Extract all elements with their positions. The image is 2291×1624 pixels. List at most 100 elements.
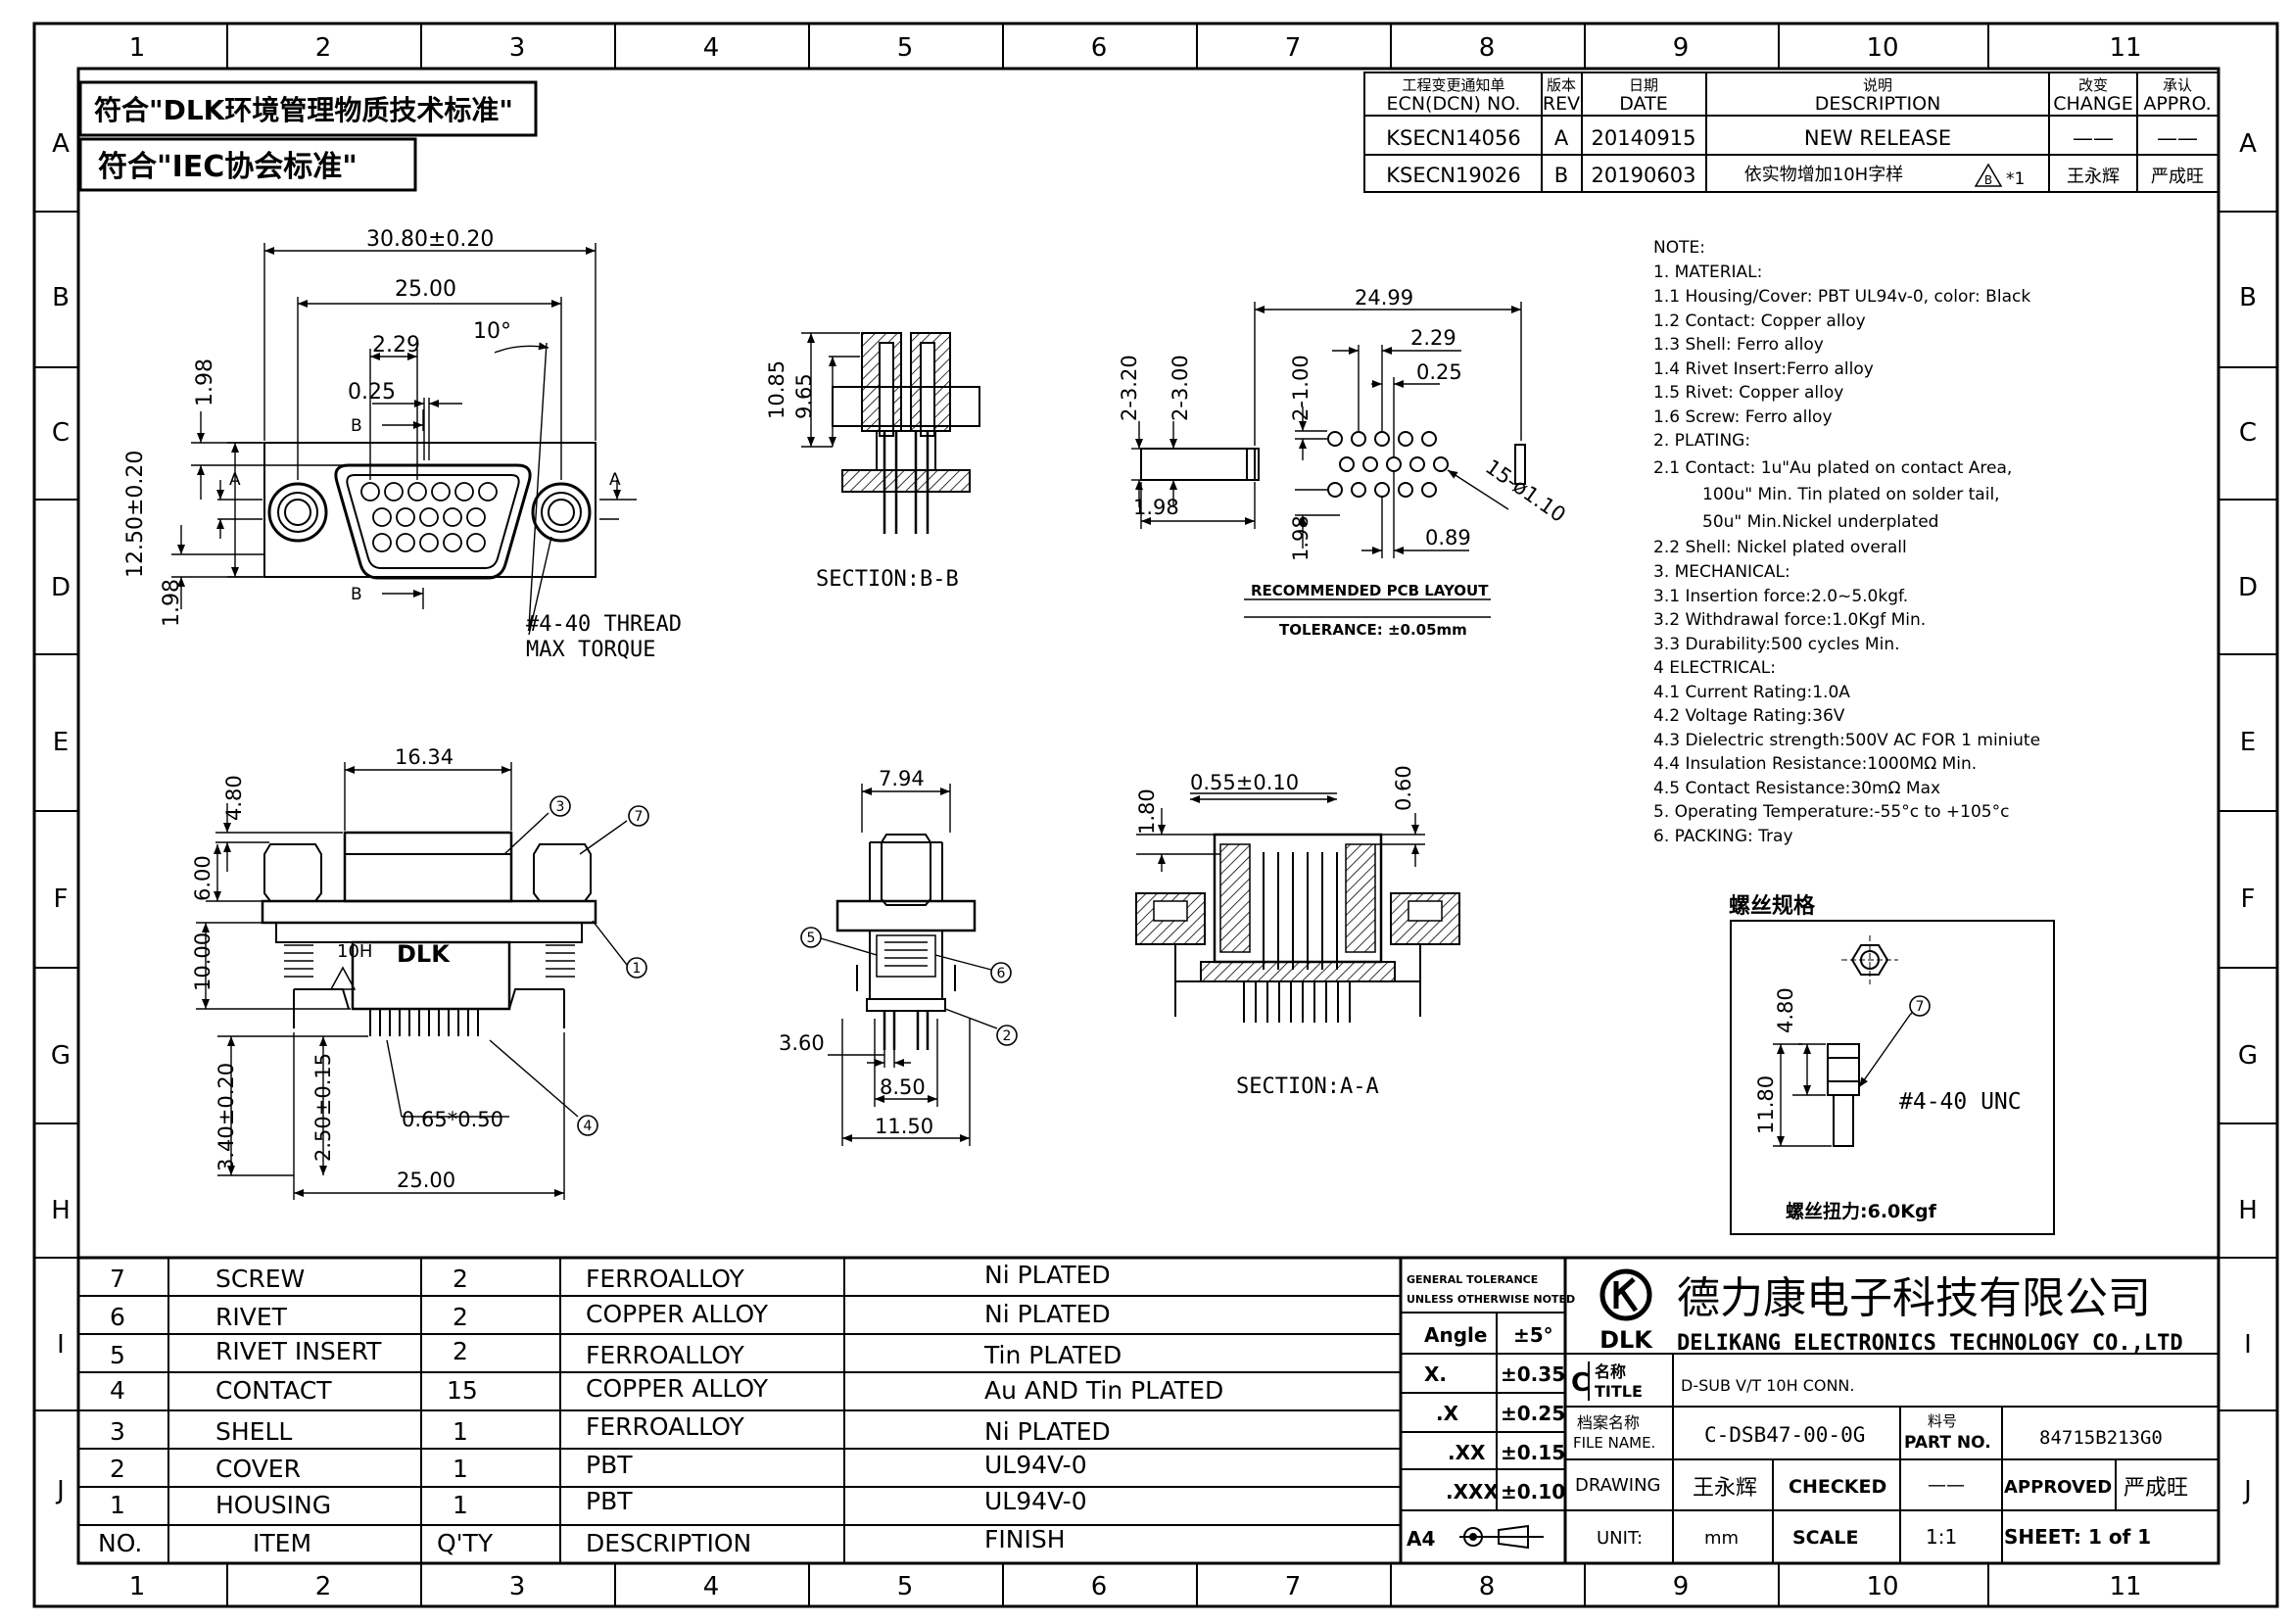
dlk-emboss: DLK [397,940,451,968]
dim-leg-length: 3.40±0.20 [215,1063,238,1171]
dim-stagger: 0.89 [1425,526,1471,549]
bom-no: 7 [110,1265,125,1293]
dim-section-height: 10.85 [765,360,788,419]
row-label: F [54,884,69,914]
file-label-cn: 档案名称 [1577,1413,1640,1432]
tolerance-title-1: GENERAL TOLERANCE [1407,1273,1538,1286]
bom-qty: 2 [453,1337,468,1365]
balloon-label: 7 [635,809,644,825]
rev-header-change-cn: 改变 [2078,76,2108,94]
note-line: 50u" Min.Nickel underplated [1702,512,1938,532]
warning-triangle-icon [329,966,357,990]
note-line: 3.3 Durability:500 cycles Min. [1653,635,1900,654]
dim-section-aa-gap: 0.60 [1392,765,1415,811]
projection-symbol-icon [1459,1524,1544,1550]
unit-label: UNIT: [1597,1528,1643,1549]
dim-slot-length-alt: 2-3.00 [1169,355,1192,421]
grid-labels: 1 2 3 4 5 6 7 8 9 10 11 1 2 3 4 5 6 7 8 … [51,33,2258,1601]
dim-shell-offset: 1.98 [193,358,217,406]
part-label: PART NO. [1904,1433,1991,1453]
screw-head-left [267,482,328,543]
bom-finish: Ni PLATED [984,1261,1111,1289]
col-label: 5 [897,1572,914,1601]
rev-appro: 严成旺 [2151,167,2204,187]
tolerance-value: ±5° [1513,1323,1553,1347]
note-line: 100u" Min. Tin plated on solder tail, [1702,485,2000,504]
dim-slot-width: 1.98 [1133,496,1179,519]
row-label: I [57,1330,65,1360]
note-line: 1.3 Shell: Ferro alloy [1653,335,1824,355]
rev-change: 王永辉 [2067,167,2120,187]
scale-value: 1:1 [1926,1525,1957,1549]
pcb-hole-pattern [1327,431,1449,498]
row-label: D [2238,573,2258,602]
col-label: 1 [129,1572,146,1601]
note-line: 1.5 Rivet: Copper alloy [1653,383,1843,403]
row-label: H [51,1196,71,1225]
note-line: 5. Operating Temperature:-55°c to +105°c [1653,802,2009,822]
company-name-en: DELIKANG ELECTRONICS TECHNOLOGY CO.,LTD [1677,1331,2183,1356]
section-bb-view [801,332,980,534]
drawing-label: DRAWING [1575,1475,1661,1496]
item-balloons [549,795,649,1136]
dim-overall-height: 12.50±0.20 [123,451,148,578]
row-label: E [2240,728,2256,757]
contact-tails [369,1009,479,1036]
approved-label: APPROVED [2004,1477,2112,1498]
rev-header-change: CHANGE [2053,93,2133,115]
scale-label: SCALE [1792,1527,1858,1549]
col-label: 3 [509,33,526,63]
thread-note-line2: MAX TORQUE [526,638,655,662]
note-line: 2.1 Contact: 1u"Au plated on contact Are… [1653,458,2012,478]
rev-header-rev-cn: 版本 [1547,76,1576,94]
balloon-label: 3 [556,799,565,815]
section-mark-a-left: A [229,470,241,490]
dim-row-offset-top: 2-1.00 [1289,355,1313,421]
dim-pin-pitch: 2.29 [372,333,420,358]
row-label: B [52,283,70,312]
dim-screw-head: 4.80 [1774,987,1797,1033]
dim-pcb-pitch: 2.29 [1410,326,1456,350]
pcb-layout-annotations: 24.99 2.29 0.25 2-3.20 2-3.00 2-1.00 1.9… [1118,286,1570,639]
screw-torque: 螺丝扭力:6.0Kgf [1786,1200,1937,1222]
section-mark-a-right: A [609,470,621,490]
dim-flange-offset: 1.98 [160,579,184,627]
bom-no: 1 [110,1491,125,1519]
bom-finish: UL94V-0 [984,1451,1087,1479]
tolerance-label: .X [1436,1402,1459,1425]
thread-note-line1: #4-40 THREAD [526,612,682,637]
standard-dlk: 符合"DLK环境管理物质技术标准" [94,94,513,126]
side-view-annotations: 7.94 3.60 8.50 11.50 5 6 2 [779,767,1011,1138]
bom-qty: 1 [453,1417,468,1446]
title-rev-letter: C [1571,1368,1590,1398]
rivet-left [284,944,313,978]
note-line: NOTE: [1653,238,1705,258]
bom-table: 7 SCREW 2 FERROALLOY Ni PLATED 6 RIVET 2… [76,1256,1403,1565]
col-label: 8 [1479,33,1496,63]
tolerance-value: ±0.10 [1501,1480,1565,1504]
tolerance-label: Angle [1424,1323,1487,1347]
dim-tail-section: 0.65*0.50 [402,1108,503,1131]
bom-description: FERROALLOY [586,1412,745,1441]
col-label: 8 [1479,1572,1496,1601]
bom-no: 3 [110,1417,125,1446]
rev-appro: —— [2157,126,2198,150]
front-view [196,762,649,1200]
row-label: J [55,1476,65,1505]
paper-size: A4 [1407,1527,1435,1551]
note-line: 4.2 Voltage Rating:36V [1653,706,1845,726]
rev-header-appro: APPRO. [2143,93,2211,115]
col-label: 4 [703,33,720,63]
bom-finish: Tin PLATED [983,1341,1122,1369]
col-label: 2 [315,33,332,63]
row-label: F [2241,884,2256,914]
bom-finish: Ni PLATED [984,1417,1111,1446]
sheet-count: SHEET: 1 of 1 [2004,1525,2151,1549]
bom-description: COPPER ALLOY [586,1374,769,1403]
note-line: 4 ELECTRICAL: [1653,658,1776,678]
rev-ecn: KSECN19026 [1386,164,1521,187]
balloon-label: 2 [1003,1028,1012,1044]
row-label: A [52,129,70,159]
bom-finish: UL94V-0 [984,1487,1087,1515]
rev-header-ecn-cn: 工程变更通知单 [1402,76,1504,94]
